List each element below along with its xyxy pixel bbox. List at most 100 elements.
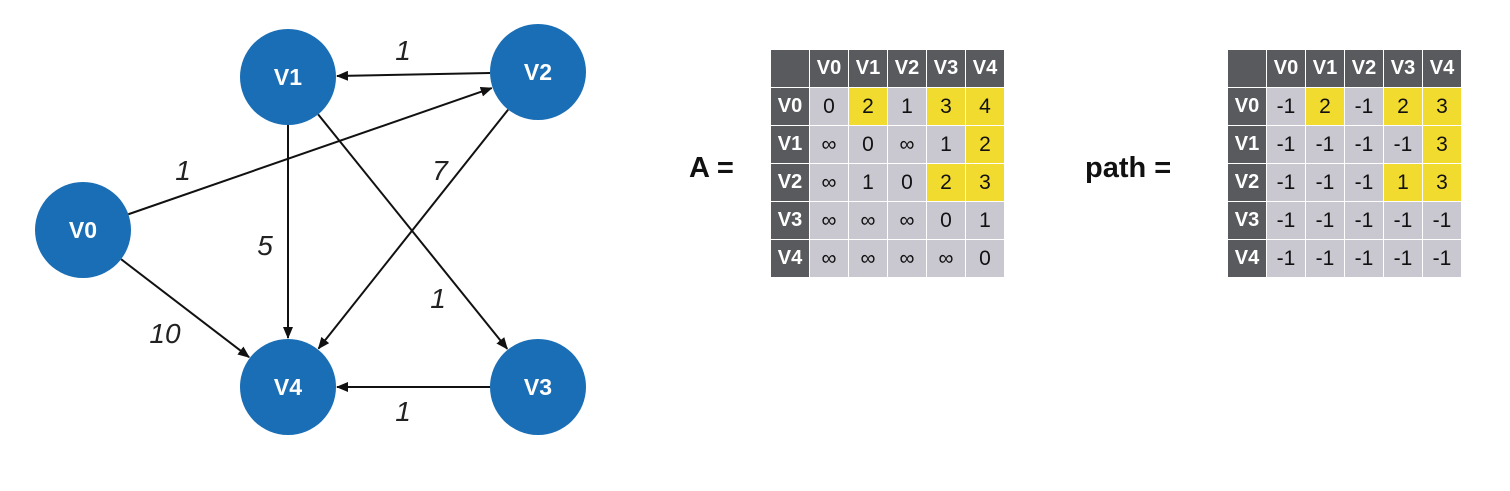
matrix-cell: ∞ [809, 201, 849, 240]
matrix-cell: -1 [1266, 239, 1306, 278]
edge-weight-v1-v3: 1 [430, 283, 446, 314]
row-header: V0 [1227, 87, 1267, 126]
matrix-cell: -1 [1305, 201, 1345, 240]
matrix-cell-highlighted: 2 [848, 87, 888, 126]
column-header: V0 [809, 49, 849, 88]
row-header: V4 [770, 239, 810, 278]
edge-v0-v4 [120, 258, 250, 359]
node-circle [490, 339, 586, 435]
matrix-cell: -1 [1344, 201, 1384, 240]
column-header: V3 [926, 49, 966, 88]
matrix-cell: 0 [809, 87, 849, 126]
matrix-cell-highlighted: 3 [926, 87, 966, 126]
matrix-cell: -1 [1344, 239, 1384, 278]
edge-weight-v2-v4: 7 [432, 155, 449, 186]
matrix-cell: -1 [1383, 125, 1423, 164]
row-header: V0 [770, 87, 810, 126]
matrix-a-label: A = [689, 152, 734, 184]
node-label: V0 [69, 217, 97, 243]
matrix-cell: -1 [1383, 201, 1423, 240]
edge-v2-v1 [335, 70, 491, 81]
matrix-cell: -1 [1266, 201, 1306, 240]
matrix-row: V4∞∞∞∞0 [770, 239, 1005, 278]
matrix-cell: ∞ [887, 201, 927, 240]
matrix-cell: -1 [1422, 239, 1462, 278]
row-header: V1 [770, 125, 810, 164]
matrix-cell: ∞ [848, 201, 888, 240]
matrix-cell: 0 [965, 239, 1005, 278]
matrix-cell: -1 [1305, 163, 1345, 202]
row-header: V3 [1227, 201, 1267, 240]
matrix-cell-highlighted: 3 [965, 163, 1005, 202]
matrix-cell: -1 [1305, 125, 1345, 164]
column-header: V1 [1305, 49, 1345, 88]
matrix-cell: 1 [848, 163, 888, 202]
matrix-row: V4-1-1-1-1-1 [1227, 239, 1462, 278]
matrix-cell: -1 [1344, 163, 1384, 202]
matrix-cell: -1 [1383, 239, 1423, 278]
matrix-cell-highlighted: 2 [1305, 87, 1345, 126]
matrix-cell: 0 [887, 163, 927, 202]
edge-weight-v3-v4: 1 [395, 396, 411, 427]
matrix-cell: -1 [1266, 87, 1306, 126]
matrix-cell: ∞ [887, 125, 927, 164]
node-v2: V2 [490, 24, 586, 120]
matrix-cell: ∞ [809, 125, 849, 164]
edge-v0-v2 [128, 86, 493, 216]
node-v1: V1 [240, 29, 336, 125]
node-v4: V4 [240, 339, 336, 435]
node-circle [35, 182, 131, 278]
matrix-cell: -1 [1266, 163, 1306, 202]
matrix-cell: 0 [848, 125, 888, 164]
matrix-cell: -1 [1344, 125, 1384, 164]
row-header: V2 [770, 163, 810, 202]
matrix-cell: ∞ [809, 239, 849, 278]
node-v3: V3 [490, 339, 586, 435]
matrix-cell-highlighted: 3 [1422, 125, 1462, 164]
matrix-cell-highlighted: 2 [1383, 87, 1423, 126]
column-header: V2 [887, 49, 927, 88]
row-header: V4 [1227, 239, 1267, 278]
column-header: V3 [1383, 49, 1423, 88]
matrix-cell: 0 [926, 201, 966, 240]
node-circle [240, 29, 336, 125]
edge-weight-v1-v4: 5 [257, 230, 273, 261]
matrix-cell-highlighted: 3 [1422, 163, 1462, 202]
matrix-cell: 1 [926, 125, 966, 164]
column-header: V4 [1422, 49, 1462, 88]
column-header: V2 [1344, 49, 1384, 88]
row-header: V1 [1227, 125, 1267, 164]
node-label: V3 [524, 374, 552, 400]
node-label: V2 [524, 59, 552, 85]
corner-cell [770, 49, 810, 88]
matrix-cell-highlighted: 1 [1383, 163, 1423, 202]
column-header: V0 [1266, 49, 1306, 88]
edge-v1-v3 [317, 113, 509, 350]
node-circle [490, 24, 586, 120]
matrix-cell: -1 [1305, 239, 1345, 278]
matrix-path-label: path = [1085, 152, 1172, 184]
matrix-cell-highlighted: 2 [926, 163, 966, 202]
row-header: V3 [770, 201, 810, 240]
matrix-cell: ∞ [926, 239, 966, 278]
column-header: V4 [965, 49, 1005, 88]
matrix-cell: ∞ [809, 163, 849, 202]
corner-cell [1227, 49, 1267, 88]
edge-weight-v0-v4: 10 [149, 318, 181, 349]
edge-v2-v4 [317, 108, 509, 350]
matrix-cell-highlighted: 2 [965, 125, 1005, 164]
